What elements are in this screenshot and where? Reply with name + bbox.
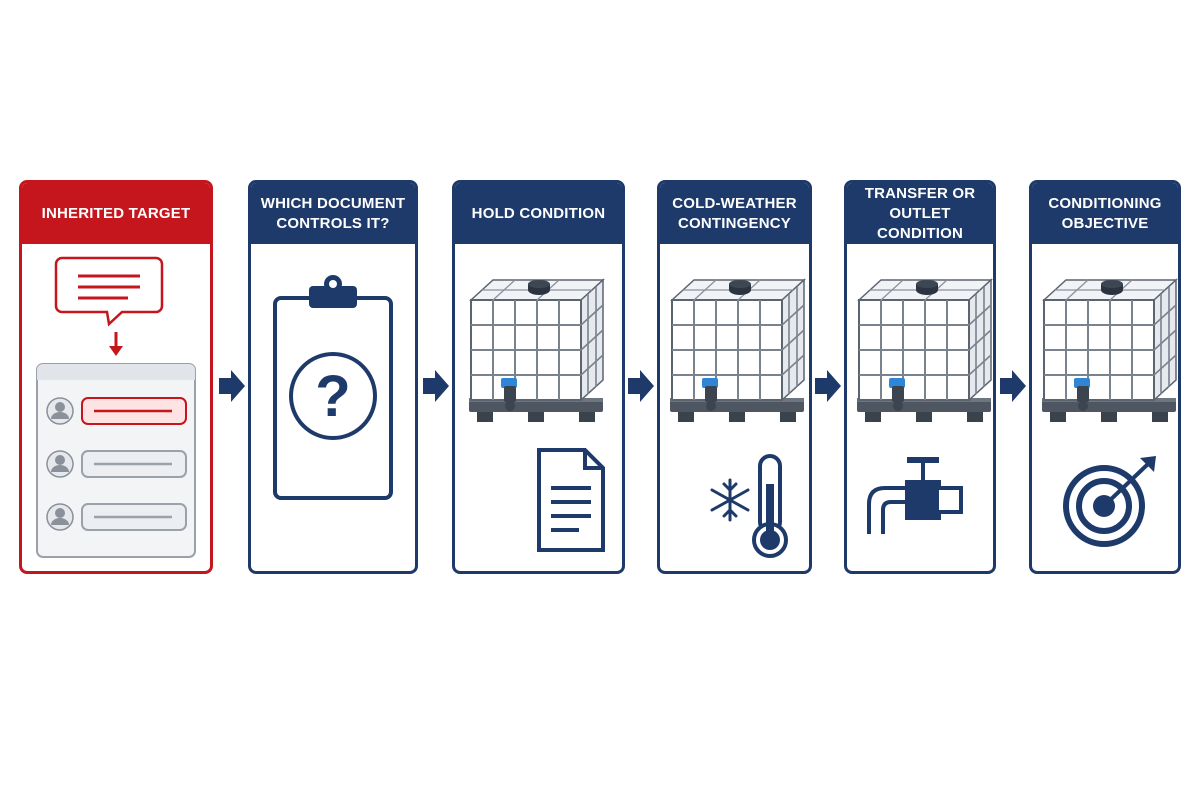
step-header: COLD-WEATHER CONTINGENCY: [660, 183, 809, 244]
flow-arrow-icon: [628, 370, 654, 402]
step-title: CONDITIONING OBJECTIVE: [1048, 194, 1162, 232]
ibc-tote-icon: [468, 279, 604, 423]
ibc-tote-icon: [1041, 279, 1177, 423]
ibc-tote-icon: [856, 279, 992, 423]
step-header: INHERITED TARGET: [22, 183, 210, 244]
ibc-tote-pipe-valve-icon: [847, 244, 993, 571]
step-header: TRANSFER OR OUTLET CONDITION: [847, 183, 993, 244]
step-title: TRANSFER OR OUTLET CONDITION: [864, 184, 976, 242]
step-title: WHICH DOCUMENT CONTROLS IT?: [260, 194, 406, 232]
step-card-inherited-target: INHERITED TARGET: [19, 180, 213, 574]
step-header: WHICH DOCUMENT CONTROLS IT?: [251, 183, 415, 244]
step-card-conditioning-objective: CONDITIONING OBJECTIVE: [1029, 180, 1181, 574]
ibc-tote-icon: [669, 279, 805, 423]
step-card-cold-weather: COLD-WEATHER CONTINGENCY: [657, 180, 812, 574]
flow-arrow-icon: [1000, 370, 1026, 402]
ibc-tote-snowflake-thermometer-icon: [660, 244, 809, 571]
step-title: COLD-WEATHER CONTINGENCY: [672, 194, 797, 232]
svg-text:?: ?: [315, 364, 350, 429]
flow-arrow-icon: [219, 370, 245, 402]
step-header: HOLD CONDITION: [455, 183, 622, 244]
step-card-which-document: WHICH DOCUMENT CONTROLS IT? ?: [248, 180, 418, 574]
ibc-tote-target-icon: [1032, 244, 1178, 571]
step-title: HOLD CONDITION: [471, 204, 606, 222]
chat-interface-icon: [22, 244, 210, 571]
flow-arrow-icon: [815, 370, 841, 402]
step-card-hold-condition: HOLD CONDITION: [452, 180, 625, 574]
clipboard-question-icon: ?: [251, 244, 415, 571]
thermometer-icon: [752, 454, 788, 558]
step-header: CONDITIONING OBJECTIVE: [1032, 183, 1178, 244]
snowflake-icon: [710, 478, 750, 522]
ibc-tote-document-icon: [455, 244, 622, 571]
target-icon: [1063, 456, 1156, 547]
step-card-transfer-outlet: TRANSFER OR OUTLET CONDITION: [844, 180, 996, 574]
pipe-valve-icon: [867, 457, 963, 534]
flow-arrow-icon: [423, 370, 449, 402]
step-title: INHERITED TARGET: [41, 204, 191, 222]
